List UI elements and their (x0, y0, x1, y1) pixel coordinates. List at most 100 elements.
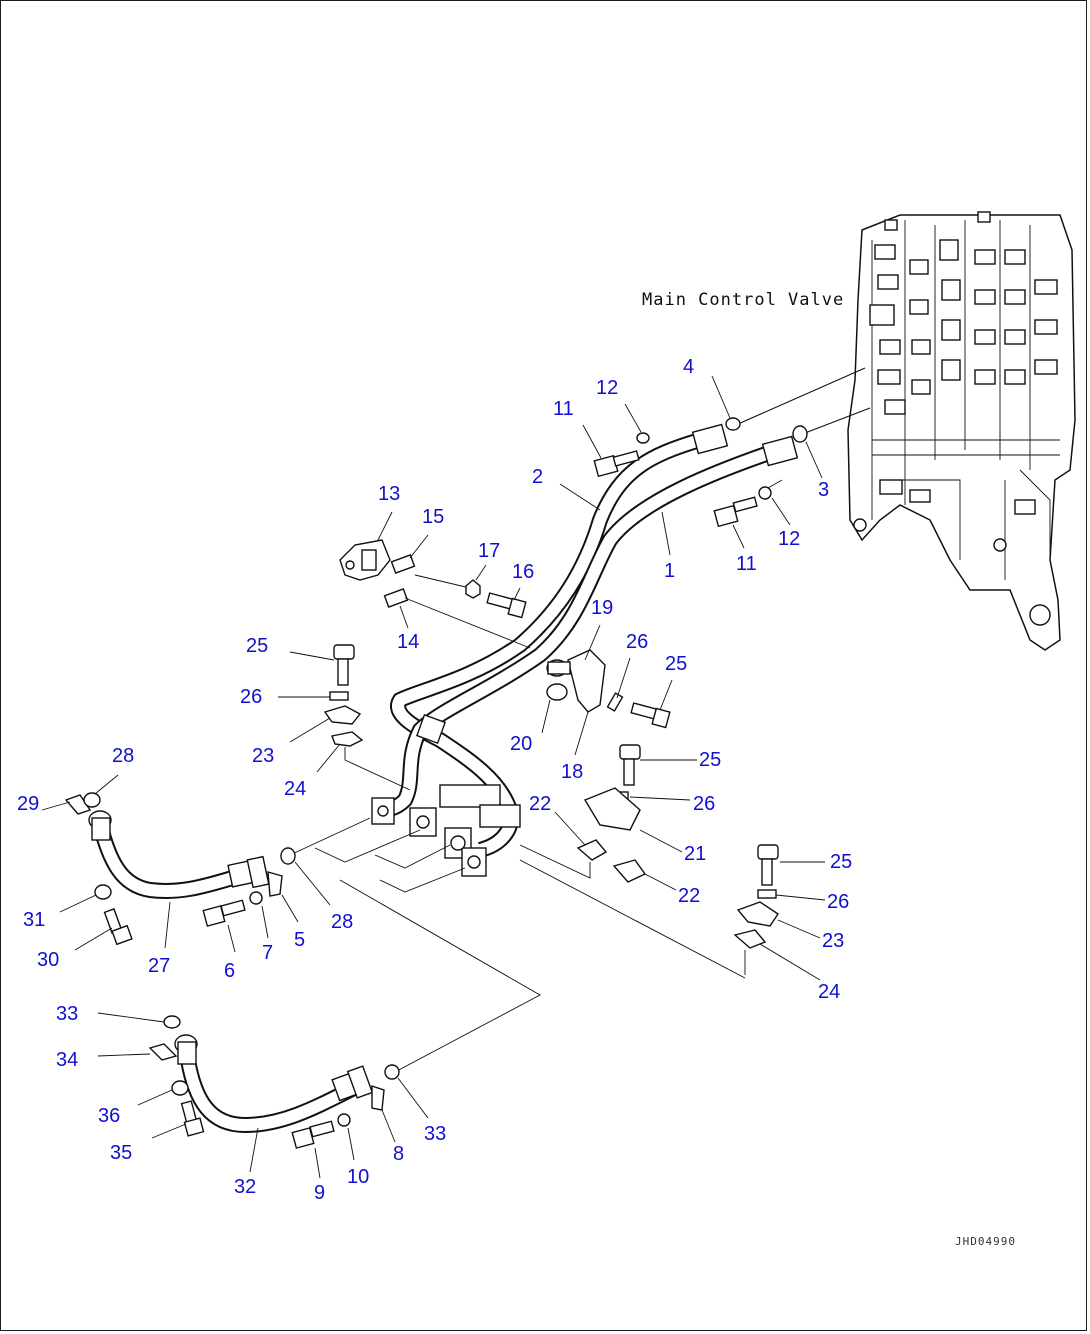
clamp-21 (583, 787, 641, 831)
callout-26: 26 (693, 793, 715, 815)
clamp-18 (546, 649, 606, 713)
callout-29: 29 (17, 793, 39, 815)
washer-7 (249, 891, 263, 905)
leader-24a (316, 743, 341, 773)
callout-20: 20 (510, 733, 532, 755)
hose-32 (174, 1034, 374, 1134)
callout-11: 11 (736, 553, 757, 575)
callout-36: 36 (98, 1105, 120, 1127)
clamp-5 (267, 871, 283, 897)
bolt-16 (486, 592, 527, 619)
clamp-23-right (736, 901, 779, 927)
link-line-6 (379, 867, 466, 893)
leader-22b (644, 873, 677, 891)
cap-28-left (83, 792, 101, 808)
leader-7 (261, 905, 269, 939)
bolt-35 (180, 1100, 205, 1137)
o-ring-33-right (384, 1064, 400, 1080)
plate-14 (383, 588, 409, 608)
leader-3-valve (804, 407, 871, 434)
leader-33b (397, 1077, 429, 1119)
clamp-8 (371, 1085, 385, 1111)
leader-14-15-link (414, 574, 471, 589)
callout-33: 33 (424, 1123, 446, 1145)
washer-31 (94, 884, 112, 900)
link-line-1 (519, 859, 746, 979)
main-control-valve (847, 211, 1076, 651)
leader-13 (377, 511, 393, 541)
callout-14: 14 (397, 631, 419, 653)
leader-3 (805, 441, 823, 479)
callout-25: 25 (830, 851, 852, 873)
bolt-25-center (619, 744, 641, 786)
callout-23: 23 (252, 745, 274, 767)
leader-28b (294, 861, 331, 906)
leader-32 (249, 1127, 259, 1173)
leader-26d (775, 894, 826, 901)
callout-12: 12 (596, 377, 618, 399)
bolt-11-lower (713, 496, 758, 528)
washer-26-mid (606, 692, 624, 712)
callout-15: 15 (422, 506, 444, 528)
leader-29 (41, 801, 71, 811)
callout-2: 2 (532, 466, 543, 488)
leader-10 (347, 1127, 355, 1161)
callout-9: 9 (314, 1182, 325, 1204)
callout-33: 33 (56, 1003, 78, 1025)
plate-15 (390, 554, 416, 574)
leader-21 (639, 829, 683, 853)
leader-14 (399, 605, 409, 629)
cap-33-left (163, 1015, 181, 1029)
nut-17 (465, 579, 481, 599)
callout-24: 24 (818, 981, 840, 1003)
link-line-4 (314, 829, 421, 863)
leader-27 (164, 901, 171, 949)
leader-20 (541, 699, 551, 734)
washer-26-left (329, 691, 349, 701)
bolt-25-left (333, 644, 355, 686)
leader-15 (409, 534, 429, 559)
leader-11a (582, 424, 602, 459)
leader-5 (281, 894, 299, 923)
leader-2 (559, 483, 601, 511)
clamp-24-right (733, 929, 767, 949)
leader-1 (661, 511, 671, 556)
leader-35 (151, 1123, 187, 1139)
leader-4 (737, 367, 866, 425)
callout-4: 4 (683, 356, 694, 378)
leader-25a (289, 651, 335, 661)
main-control-valve-label: Main Control Valve (642, 290, 844, 310)
leader-12a (624, 403, 642, 433)
callout-labels: 4 12 11 2 3 1 12 11 13 15 17 16 14 19 25… (17, 356, 852, 1204)
leader-16 (513, 587, 521, 601)
leader-23a (289, 717, 331, 743)
callout-28: 28 (112, 745, 134, 767)
leader-19 (584, 624, 601, 661)
callout-8: 8 (393, 1143, 404, 1165)
bolt-11-upper (593, 450, 640, 478)
washer-36 (171, 1080, 189, 1096)
callout-11: 11 (553, 398, 574, 420)
link-line-2 (339, 879, 541, 1073)
washer-26-right (757, 889, 777, 899)
drawing-code: JHD04990 (955, 1235, 1016, 1248)
callout-22: 22 (529, 793, 551, 815)
o-ring-3 (792, 425, 808, 443)
bolt-30 (103, 908, 133, 946)
washer-10 (337, 1113, 351, 1127)
callout-25: 25 (665, 653, 687, 675)
clamp-13 (339, 539, 391, 581)
callout-24: 24 (284, 778, 306, 800)
leader-22a (554, 811, 586, 846)
leader-25b (659, 679, 673, 711)
callout-17: 17 (478, 540, 500, 562)
callout-35: 35 (110, 1142, 132, 1164)
callout-6: 6 (224, 960, 235, 982)
clamp-23-left (323, 705, 362, 725)
leader-31 (59, 894, 97, 913)
leader-18 (574, 711, 589, 756)
leader-22-link (519, 844, 591, 879)
